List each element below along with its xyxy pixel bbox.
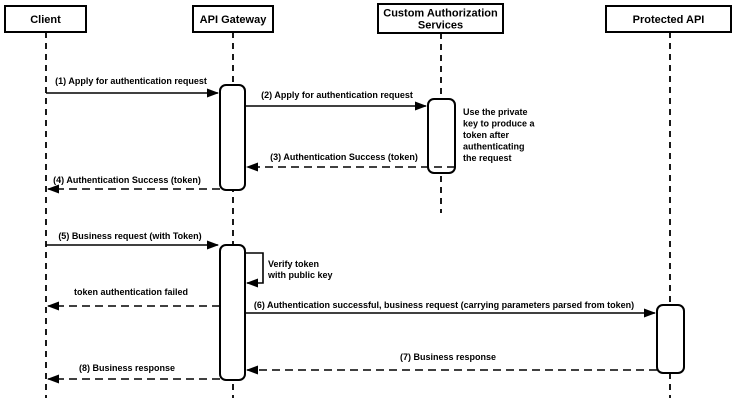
message-label-msg-4: (4) Authentication Success (token) [53,175,201,185]
message-label-msg-token-failed: token authentication failed [74,287,188,297]
message-label-msg-3: (3) Authentication Success (token) [270,152,418,162]
participant-box-api-gateway [192,5,274,33]
participant-box-protected-api [605,5,732,33]
protected-api-activation [656,304,685,374]
participant-box-custom-authorization-services [377,3,504,34]
message-label-msg-6: (6) Authentication successful, business … [254,300,634,310]
participant-label-client: Client [30,14,61,26]
participant-label-api-gateway: API Gateway [200,14,268,26]
message-label-msg-1: (1) Apply for authentication request [55,76,207,86]
message-label-msg-7: (7) Business response [400,352,496,362]
message-label-msg-2: (2) Apply for authentication request [261,90,413,100]
custom-auth-activation [427,98,456,174]
api-gateway-activation-1 [219,84,246,191]
participant-label-protected-api: Protected API [633,14,705,26]
self-message-line-self-verify-token [245,252,264,288]
message-label-msg-8: (8) Business response [79,363,175,373]
participant-box-client [4,5,87,33]
api-gateway-activation-2 [219,244,246,381]
message-label-msg-5: (5) Business request (with Token) [58,231,201,241]
